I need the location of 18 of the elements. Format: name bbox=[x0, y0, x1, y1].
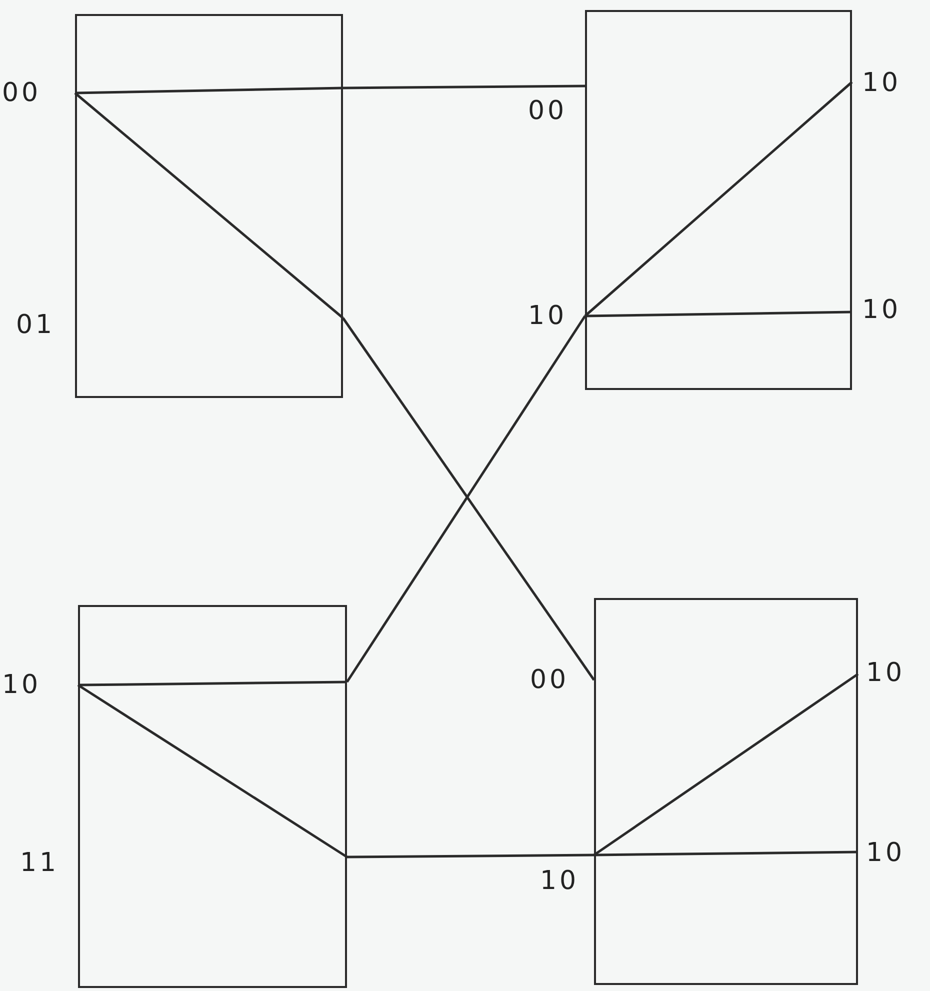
port-label: 10 bbox=[862, 70, 902, 96]
port-label: 11 bbox=[20, 850, 60, 876]
connector-line bbox=[343, 84, 585, 90]
switch-box bbox=[78, 605, 347, 988]
switch-box bbox=[585, 10, 852, 390]
port-label: 10 bbox=[866, 660, 906, 686]
port-label: 00 bbox=[528, 98, 568, 124]
port-label: 00 bbox=[530, 667, 570, 693]
switch-box bbox=[75, 14, 343, 398]
switch-box bbox=[594, 598, 858, 985]
port-label: 10 bbox=[540, 868, 580, 894]
port-label: 10 bbox=[862, 297, 902, 323]
connector-line bbox=[347, 854, 594, 858]
port-label: 10 bbox=[866, 840, 906, 866]
port-label: 10 bbox=[528, 303, 568, 329]
port-label: 00 bbox=[2, 80, 42, 106]
port-label: 10 bbox=[2, 672, 42, 698]
port-label: 01 bbox=[16, 312, 56, 338]
